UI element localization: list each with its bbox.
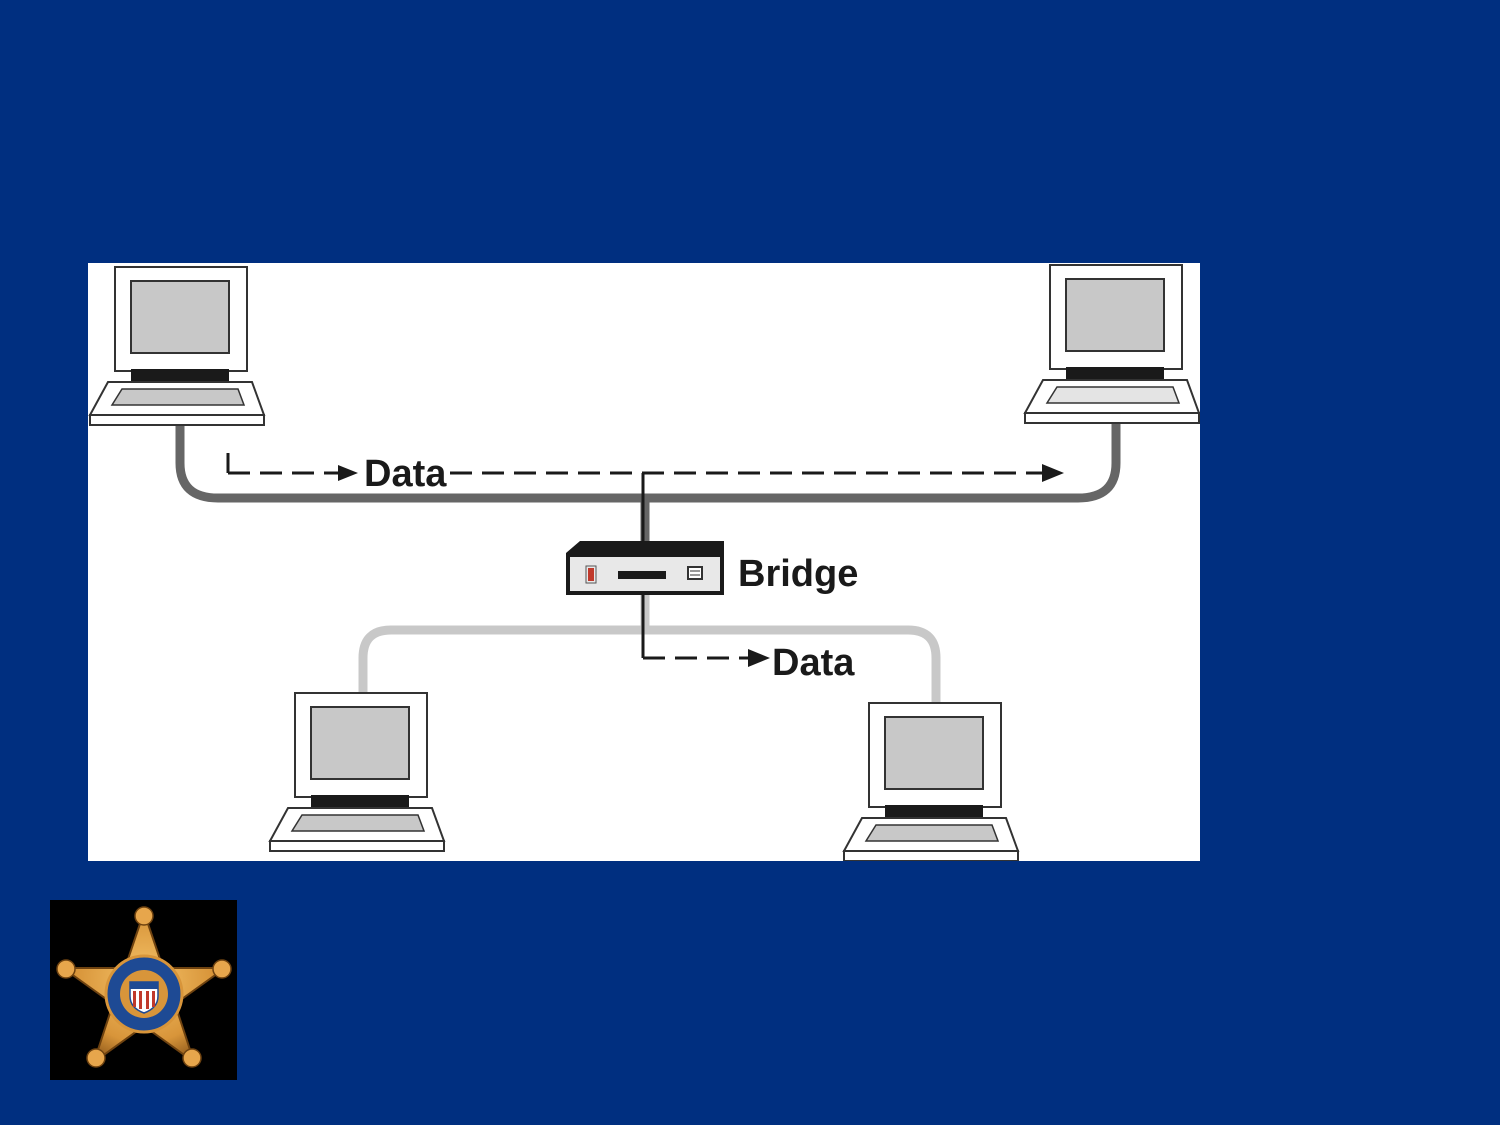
network-bridge-diagram: Data Bridge Data bbox=[88, 263, 1200, 861]
arrow-head-icon bbox=[748, 649, 770, 667]
diagram-canvas: Data Bridge Data bbox=[88, 264, 1200, 861]
secret-service-logo bbox=[50, 900, 237, 1080]
computer-icon-bottom-left bbox=[268, 692, 446, 852]
bottom-data-label: Data bbox=[772, 642, 855, 684]
bottom-segment-cable bbox=[358, 625, 941, 703]
computer-icon-bottom-right bbox=[842, 702, 1020, 861]
bottom-data-path bbox=[641, 593, 770, 667]
computer-icon-top-left bbox=[88, 266, 266, 426]
top-segment-cable bbox=[175, 423, 1121, 503]
bridge-label: Bridge bbox=[738, 553, 858, 595]
star-badge-icon bbox=[56, 906, 232, 1068]
arrow-head-icon bbox=[338, 465, 358, 481]
computer-icon-top-right bbox=[1023, 264, 1200, 424]
top-data-label: Data bbox=[364, 453, 447, 495]
bridge-device-icon bbox=[566, 541, 724, 595]
arrow-head-icon bbox=[1042, 464, 1064, 482]
